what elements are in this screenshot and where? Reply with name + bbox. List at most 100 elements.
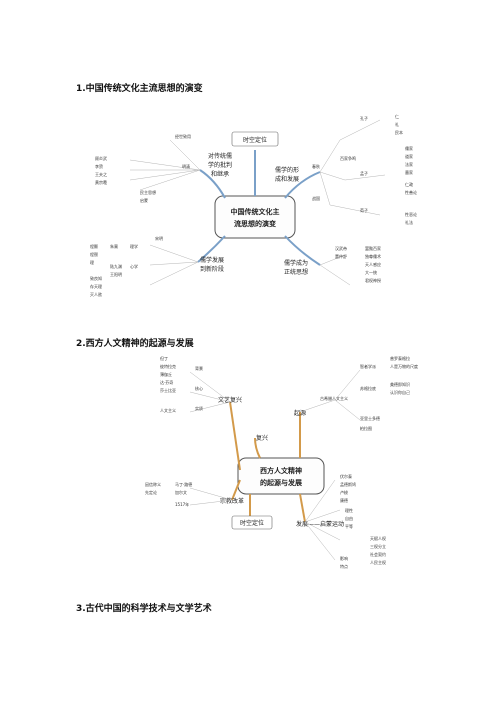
map1-leaf-17: 陆九渊 bbox=[110, 263, 122, 269]
map1-leaf-33: 百家争鸣 bbox=[340, 155, 356, 161]
map1-leaf-15: 心学 bbox=[130, 263, 138, 269]
map2-b2-label: 复兴 bbox=[256, 434, 268, 442]
map2-leaf-18: 人文主义 bbox=[160, 407, 176, 413]
map1-leaf-2: 李贽 bbox=[95, 163, 103, 169]
map1-leaf-22: 礼 bbox=[395, 121, 399, 127]
map1-b3-line1: 儒学成为 bbox=[284, 259, 308, 267]
map1-center-line1: 中国传统文化主 bbox=[231, 207, 280, 216]
map2-leaf-3: 普罗泰格拉 bbox=[390, 355, 410, 361]
map2-leaf-19: 马丁·路德 bbox=[175, 481, 192, 487]
map1-leaf-9: 孟子 bbox=[360, 170, 368, 176]
map2-leaf-24: 伏尔泰 bbox=[340, 473, 352, 479]
map1-leaf-19: 程颢 bbox=[90, 243, 98, 249]
map1-leaf-20: 程颐 bbox=[90, 251, 98, 257]
map1-leaf-10: 荀子 bbox=[360, 207, 368, 213]
map1-leaf-44: 启蒙 bbox=[140, 197, 148, 203]
map2-leaf-8: 亚里士多德 bbox=[360, 415, 380, 421]
map2-center: 西方人文精神 的起源与发展 bbox=[237, 457, 325, 495]
map1-leaf-21: 仁 bbox=[395, 113, 399, 119]
map2-center-line1: 西方人文精神 bbox=[260, 466, 302, 475]
map2-b6-label: 发展——启蒙运动 bbox=[296, 520, 344, 528]
map2-leaf-31: 天赋人权 bbox=[370, 535, 386, 541]
map2-leaf-15: 薄伽丘 bbox=[160, 371, 172, 377]
map1-leaf-31: 存天理 bbox=[90, 283, 102, 289]
map2-b3-label: 文艺复兴 bbox=[218, 396, 242, 404]
map2-leaf-5: 苏格拉底 bbox=[360, 385, 376, 391]
map2-b1-label: 起源 bbox=[294, 409, 306, 417]
map1-leaf-36: 法家 bbox=[405, 161, 413, 167]
map1-b4-line2: 到新阶段 bbox=[200, 265, 224, 273]
map1-b1-line2: 学的批判 bbox=[208, 161, 232, 169]
map1-leaf-37: 墨家 bbox=[405, 169, 413, 175]
map1-b3-line2: 正统思想 bbox=[284, 268, 308, 276]
map2-leaf-28: 理性 bbox=[345, 507, 353, 513]
map2-b5-label: 时空定位 bbox=[240, 519, 264, 527]
map2-center-line2: 的起源与发展 bbox=[260, 478, 303, 487]
map2-leaf-27: 康德 bbox=[340, 497, 348, 503]
map2-leaf-36: 特点 bbox=[340, 563, 348, 569]
section-title-1: 1.中国传统文化主流思想的演变 bbox=[76, 84, 203, 94]
map2-leaf-35: 影响 bbox=[340, 555, 348, 561]
map1-leaf-25: 独尊儒术 bbox=[365, 253, 381, 259]
map2-branch-4: 宗教改革 bbox=[220, 497, 244, 505]
map2-leaf-4: 人是万物的尺度 bbox=[390, 363, 418, 369]
map2-leaf-33: 社会契约 bbox=[370, 551, 386, 557]
map2-leaves: 古希腊人文主义 智者学派 普罗泰格拉 人是万物的尺度 苏格拉底 美德即知识 认识… bbox=[145, 355, 418, 569]
map1-leaf-24: 罢黜百家 bbox=[365, 245, 381, 251]
map1-leaf-40: 性恶论 bbox=[405, 211, 417, 217]
map2-branch-6: 发展——启蒙运动 bbox=[296, 520, 344, 528]
map1-b2-line2: 成和发展 bbox=[275, 175, 299, 183]
map1-leaf-5: 黄宗羲 bbox=[95, 179, 107, 185]
map1-leaf-12: 董仲舒 bbox=[335, 253, 347, 259]
map1-leaf-30: 致良知 bbox=[90, 275, 102, 281]
map1-leaf-29: 理 bbox=[90, 259, 94, 265]
map2-leaf-14: 彼特拉克 bbox=[160, 363, 176, 369]
map1-leaf-1: 顾炎武 bbox=[95, 155, 107, 161]
map1-leaves: 顾炎武 李贽 明清 王夫之 黄宗羲 春秋 战国 孔子 孟子 荀子 汉武帝 董仲舒… bbox=[90, 113, 417, 297]
map2-leaf-26: 卢梭 bbox=[340, 489, 348, 495]
map1-leaf-41: 礼法 bbox=[405, 219, 413, 225]
map2-leaf-6: 美德即知识 bbox=[390, 381, 410, 387]
map1-leaf-32: 灭人欲 bbox=[90, 291, 102, 297]
map2-leaf-17: 莎士比亚 bbox=[160, 387, 176, 393]
map1-leaf-38: 仁政 bbox=[405, 181, 413, 187]
map1-branch-5: 时空定位 bbox=[231, 131, 279, 147]
map1-leaf-14: 理学 bbox=[130, 243, 138, 249]
map1-b1-line1: 对传统儒 bbox=[208, 152, 232, 160]
map1-leaf-39: 性善论 bbox=[405, 189, 417, 195]
map1-b2-line1: 儒学的形 bbox=[275, 166, 299, 174]
map2-leaf-25: 孟德斯鸠 bbox=[340, 481, 356, 487]
map2-leaf-30: 平等 bbox=[345, 523, 353, 529]
map1-leaf-16: 朱熹 bbox=[110, 243, 118, 249]
map1-leaf-11: 汉武帝 bbox=[335, 245, 347, 251]
map1-leaf-27: 大一统 bbox=[365, 269, 377, 275]
map1-leaf-4: 王夫之 bbox=[95, 171, 107, 177]
map2-branch-2: 复兴 bbox=[256, 434, 268, 442]
section-title-2: 2.西方人文精神的起源与发展 bbox=[76, 339, 194, 349]
map1-leaf-35: 道家 bbox=[405, 153, 413, 159]
map2-leaf-2: 智者学派 bbox=[360, 363, 376, 369]
map2-branch-5: 时空定位 bbox=[231, 515, 273, 530]
map1-leaf-18: 王阳明 bbox=[110, 271, 122, 277]
map2-leaf-7: 认识你自己 bbox=[390, 389, 410, 395]
map1-leaf-3: 明清 bbox=[182, 163, 190, 169]
map1-leaf-8: 孔子 bbox=[360, 115, 368, 121]
map2-leaf-1: 古希腊人文主义 bbox=[320, 395, 348, 401]
map2-branch-1: 起源 bbox=[294, 409, 306, 417]
map2-leaf-9: 柏拉图 bbox=[360, 425, 372, 431]
map2-leaf-11: 核心 bbox=[195, 385, 203, 391]
map1-center: 中国传统文化主 流思想的演变 bbox=[214, 195, 296, 239]
map1-branch-4: 儒学发展 到新阶段 bbox=[200, 256, 224, 273]
map1-b4-line1: 儒学发展 bbox=[200, 256, 224, 264]
map2-leaf-20: 加尔文 bbox=[175, 489, 187, 495]
map2-branch-3: 文艺复兴 bbox=[218, 396, 242, 404]
map1-leaf-26: 天人感应 bbox=[365, 261, 381, 267]
map1-b1-line3: 和继承 bbox=[211, 170, 229, 178]
map1-center-line2: 流思想的演变 bbox=[234, 219, 276, 228]
map1-leaf-34: 儒家 bbox=[405, 145, 413, 151]
map1-branch-2: 儒学的形 成和发展 bbox=[275, 166, 299, 183]
map2-leaf-16: 达·芬奇 bbox=[160, 379, 173, 385]
map2-leaf-29: 自由 bbox=[345, 515, 353, 521]
